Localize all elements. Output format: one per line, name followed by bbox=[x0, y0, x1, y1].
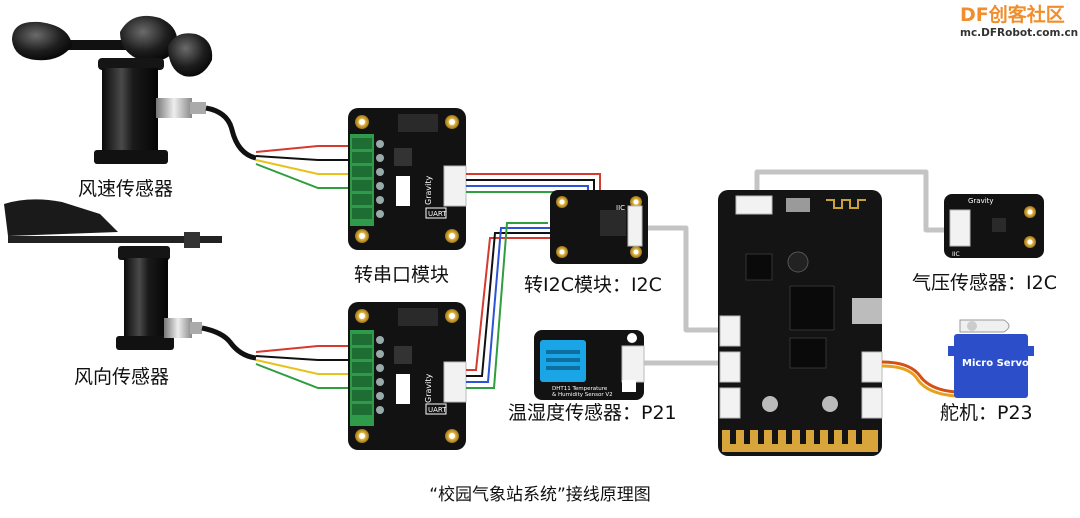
wind-direction-label: 风向传感器 bbox=[74, 366, 170, 388]
serial-module-bottom: Gravity UART bbox=[348, 302, 467, 450]
i2c-module: IIC bbox=[550, 190, 648, 264]
pressure-label: 气压传感器：I2C bbox=[912, 272, 1057, 294]
sensor-cables bbox=[201, 105, 257, 361]
dht-text-1: DHT11 Temperature bbox=[552, 386, 608, 392]
gravity-label-pressure: Gravity bbox=[968, 197, 994, 205]
micro-servo-text: Micro Servo bbox=[962, 358, 1029, 369]
uart-label-bottom: UART bbox=[428, 406, 447, 414]
pressure-sensor-module: Gravity IIC bbox=[944, 194, 1044, 258]
iic-label-module: IIC bbox=[616, 204, 625, 212]
wind-speed-sensor bbox=[12, 15, 213, 164]
servo: Micro Servo bbox=[881, 319, 1034, 398]
logo-cn: 创客社区 bbox=[988, 4, 1065, 26]
temp-humidity-label: 温湿度传感器：P21 bbox=[508, 402, 677, 424]
dfrobot-logo: DF创客社区 mc.DFRobot.com.cn bbox=[960, 4, 1079, 44]
iic-label-pressure: IIC bbox=[952, 251, 960, 258]
serial-module-label: 转串口模块 bbox=[354, 264, 450, 286]
logo-url: mc.DFRobot.com.cn bbox=[960, 27, 1079, 39]
dht11-module: DHT11 Temperature & Humidity Sensor V2 bbox=[534, 330, 645, 400]
dht-text-2: & Humidity Sensor V2 bbox=[552, 392, 613, 398]
gravity-label-top: Gravity bbox=[424, 176, 433, 205]
expansion-board bbox=[718, 190, 883, 456]
wind-direction-sensor bbox=[4, 199, 222, 350]
servo-label: 舵机：P23 bbox=[940, 402, 1033, 424]
wind-speed-label: 风速传感器 bbox=[78, 178, 174, 200]
gravity-label-bottom: Gravity bbox=[424, 374, 433, 403]
uart-label-top: UART bbox=[428, 210, 447, 218]
gray-cables bbox=[644, 169, 952, 366]
diagram-caption: “校园气象站系统”接线原理图 bbox=[429, 485, 651, 505]
sensor-wires bbox=[255, 145, 360, 389]
serial-module-top: Gravity UART bbox=[348, 108, 467, 250]
logo-df: DF bbox=[960, 4, 989, 26]
i2c-module-label: 转I2C模块：I2C bbox=[524, 274, 662, 296]
